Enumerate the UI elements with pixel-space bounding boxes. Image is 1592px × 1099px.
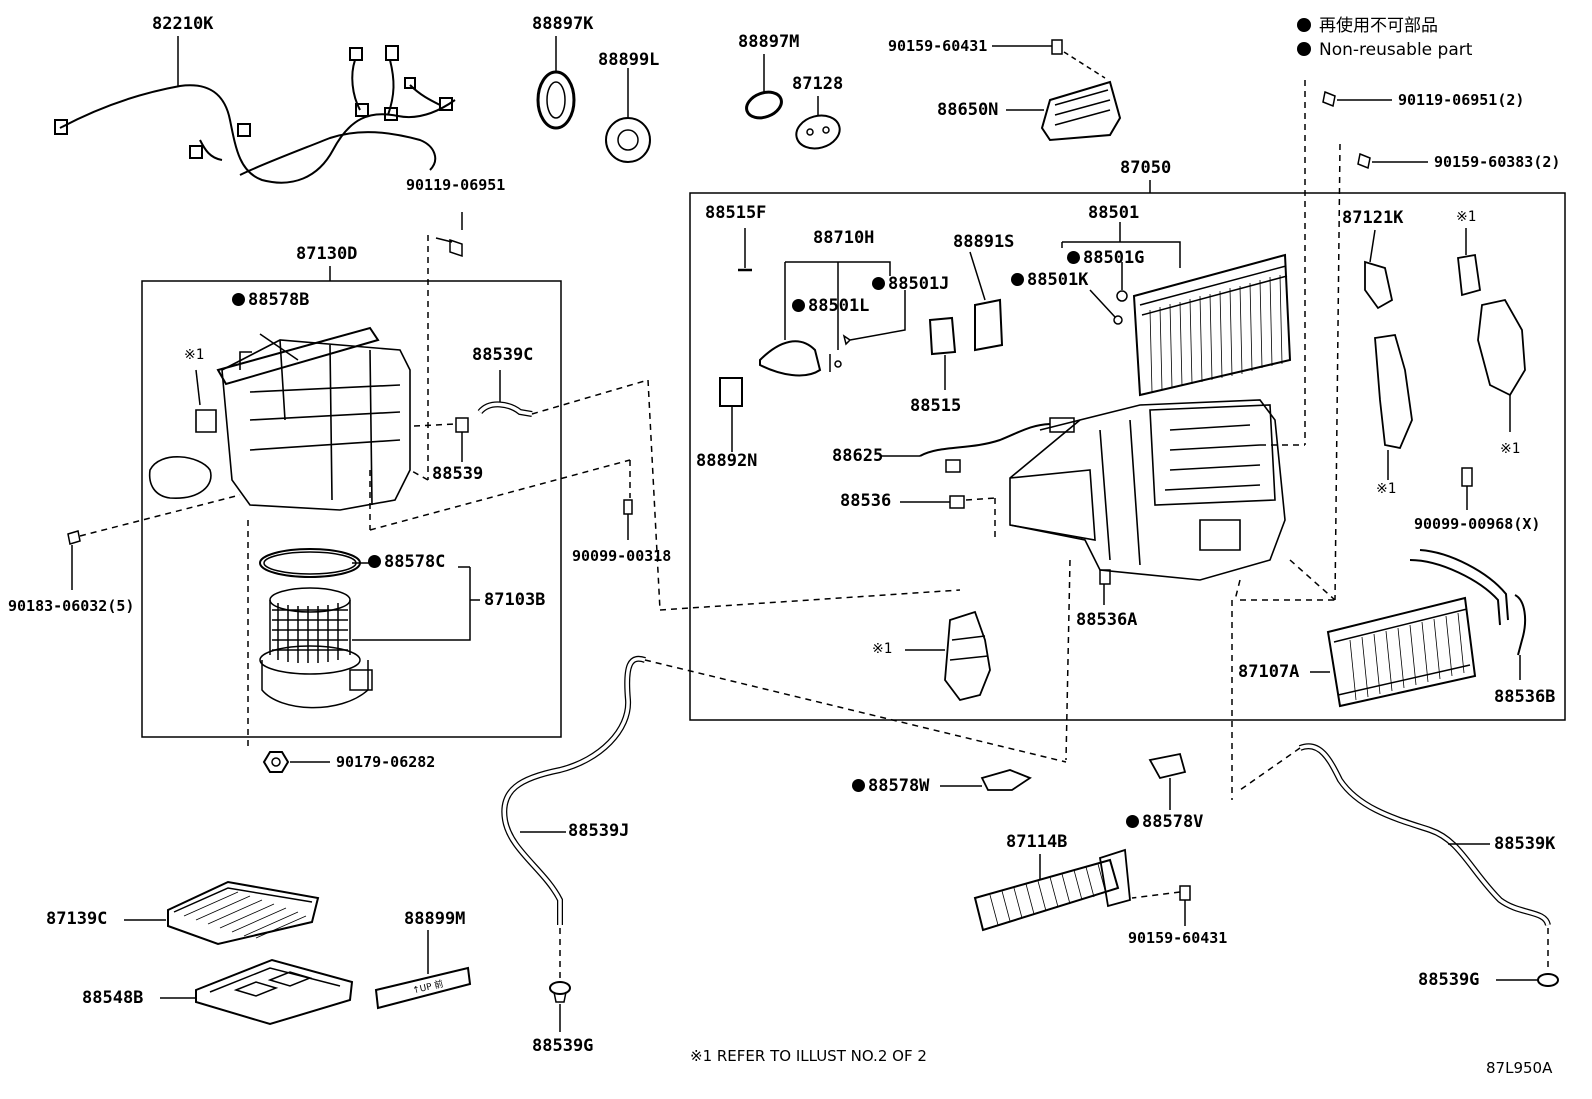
part-88515F[interactable]: 88515F — [705, 203, 767, 223]
part-88891S[interactable]: 88891S — [953, 232, 1015, 252]
non-reusable-dot-icon — [1297, 42, 1311, 56]
non-reusable-dot-icon — [1297, 18, 1311, 32]
part-87107A[interactable]: 87107A — [1238, 662, 1300, 682]
part-88548B[interactable]: 88548B — [82, 988, 144, 1008]
part-88539C[interactable]: 88539C — [472, 345, 534, 365]
part-88578V-text: 88578V — [1142, 812, 1204, 832]
part-90099-00968X[interactable]: 90099-00968(X) — [1414, 515, 1541, 533]
part-88578B-text: 88578B — [248, 290, 310, 310]
part-88536[interactable]: 88536 — [840, 491, 892, 511]
part-88897M[interactable]: 88897M — [738, 32, 800, 52]
wire-harness-drawing — [54, 45, 456, 184]
part-82210K[interactable]: 82210K — [152, 14, 214, 34]
part-90159-60383-2[interactable]: 90159-60383(2) — [1434, 153, 1561, 171]
part-87121K[interactable]: 87121K — [1342, 208, 1404, 228]
hvac-case-drawing — [1009, 399, 1286, 581]
part-87130D[interactable]: 87130D — [296, 244, 358, 264]
part-88578C-text: 88578C — [384, 552, 446, 572]
figure-id: 87L950A — [1486, 1059, 1553, 1077]
refer-mark-center: ※1 — [872, 641, 893, 657]
non-reusable-dot-icon — [1067, 251, 1080, 264]
part-90159-60431-top[interactable]: 90159-60431 — [888, 37, 988, 55]
part-88539K[interactable]: 88539K — [1494, 834, 1556, 854]
refer-mark-blower: ※1 — [184, 347, 205, 363]
part-88897K[interactable]: 88897K — [532, 14, 594, 34]
part-88899M[interactable]: 88899M — [404, 909, 466, 929]
legend-ja: 再使用不可部品 — [1297, 18, 1438, 35]
part-90179-06282[interactable]: 90179-06282 — [336, 753, 436, 771]
part-87103B[interactable]: 87103B — [484, 590, 546, 610]
part-88892N[interactable]: 88892N — [696, 451, 758, 471]
non-reusable-dot-icon — [1011, 273, 1024, 286]
non-reusable-dot-icon — [872, 277, 885, 290]
blower-motor-drawing — [259, 587, 373, 709]
part-90119-06951[interactable]: 90119-06951 — [406, 176, 506, 194]
part-88501L[interactable]: 88501L — [792, 298, 869, 315]
part-88578W-text: 88578W — [868, 776, 930, 796]
footer-note: ※1 REFER TO ILLUST NO.2 OF 2 — [690, 1047, 927, 1065]
part-88539G-left[interactable]: 88539G — [532, 1036, 594, 1056]
part-87139C[interactable]: 87139C — [46, 909, 108, 929]
blower-case-drawing — [148, 326, 411, 511]
part-88539J[interactable]: 88539J — [568, 821, 630, 841]
refer-mark-right-col: ※1 — [1376, 481, 1397, 497]
part-87114B[interactable]: 87114B — [1006, 832, 1068, 852]
part-88501[interactable]: 88501 — [1088, 203, 1140, 223]
air-conditioner-unit-box — [689, 192, 1566, 721]
part-88501G[interactable]: 88501G — [1067, 250, 1144, 267]
non-reusable-dot-icon — [852, 779, 865, 792]
part-90119-06951-2[interactable]: 90119-06951(2) — [1398, 91, 1525, 109]
part-90099-00318[interactable]: 90099-00318 — [572, 547, 672, 565]
part-88501K-text: 88501K — [1027, 270, 1089, 290]
blower-assembly-box — [141, 280, 562, 738]
legend-en: Non-reusable part — [1297, 42, 1472, 59]
part-88625[interactable]: 88625 — [832, 446, 884, 466]
part-90159-60431-bottom[interactable]: 90159-60431 — [1128, 929, 1228, 947]
part-88578B[interactable]: 88578B — [232, 292, 309, 309]
part-87050[interactable]: 87050 — [1120, 158, 1172, 178]
part-88501K[interactable]: 88501K — [1011, 272, 1088, 289]
part-88515[interactable]: 88515 — [910, 396, 962, 416]
part-90183-06032-5[interactable]: 90183-06032(5) — [8, 597, 135, 615]
non-reusable-dot-icon — [792, 299, 805, 312]
part-88539[interactable]: 88539 — [432, 464, 484, 484]
part-88536B[interactable]: 88536B — [1494, 687, 1556, 707]
non-reusable-dot-icon — [232, 293, 245, 306]
refer-mark-right-mid: ※1 — [1500, 441, 1521, 457]
non-reusable-dot-icon — [1126, 815, 1139, 828]
part-88539G-right[interactable]: 88539G — [1418, 970, 1480, 990]
part-88578C[interactable]: 88578C — [368, 554, 445, 571]
part-87128[interactable]: 87128 — [792, 74, 844, 94]
part-88536A[interactable]: 88536A — [1076, 610, 1138, 630]
non-reusable-dot-icon — [368, 555, 381, 568]
legend-en-text: Non-reusable part — [1319, 40, 1473, 60]
part-88899L[interactable]: 88899L — [598, 50, 660, 70]
part-88501J[interactable]: 88501J — [872, 276, 949, 293]
part-88501L-text: 88501L — [808, 296, 870, 316]
part-88650N[interactable]: 88650N — [937, 100, 999, 120]
part-88578W[interactable]: 88578W — [852, 778, 929, 795]
part-88578V[interactable]: 88578V — [1126, 814, 1203, 831]
part-88501J-text: 88501J — [888, 274, 950, 294]
refer-mark-right-top: ※1 — [1456, 209, 1477, 225]
part-88710H[interactable]: 88710H — [813, 228, 875, 248]
part-88501G-text: 88501G — [1083, 248, 1145, 268]
legend-ja-text: 再使用不可部品 — [1319, 16, 1438, 36]
